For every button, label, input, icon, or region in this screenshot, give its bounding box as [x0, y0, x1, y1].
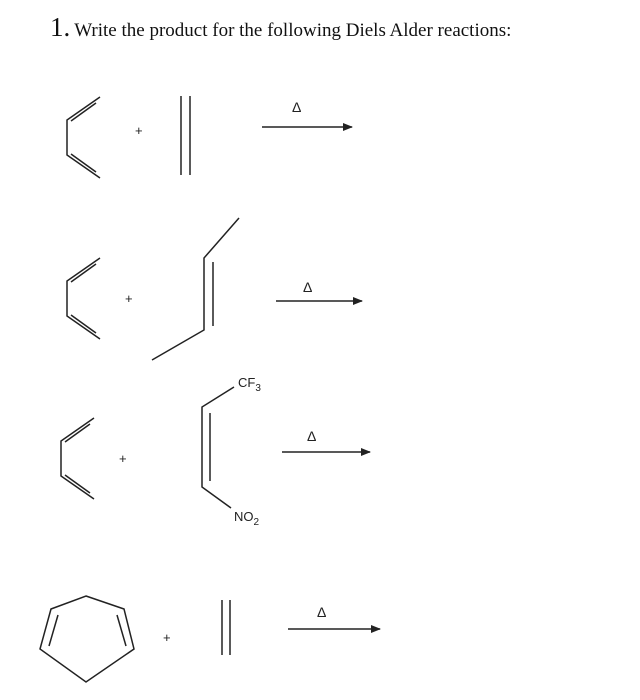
- plus-sign: +: [163, 630, 171, 645]
- heat-symbol: Δ: [317, 604, 326, 620]
- cf3-label: CF3: [238, 375, 261, 394]
- heat-symbol: Δ: [292, 99, 301, 115]
- reaction-1: + Δ: [66, 96, 353, 179]
- diene-structure: [66, 96, 101, 179]
- heat-symbol: Δ: [307, 428, 316, 444]
- dienophile-structure: [201, 386, 235, 509]
- reaction-3: + CF3 NO2 Δ: [60, 375, 371, 528]
- plus-sign: +: [125, 291, 133, 306]
- reaction-4: + Δ: [39, 595, 381, 683]
- dienophile-structure: [151, 217, 240, 361]
- no2-label: NO2: [234, 509, 260, 528]
- reaction-2: + Δ: [66, 217, 363, 361]
- question-text: Write the product for the following Diel…: [74, 20, 512, 41]
- question-heading: 1.Write the product for the following Di…: [50, 12, 511, 43]
- plus-sign: +: [135, 123, 143, 138]
- heat-symbol: Δ: [303, 279, 312, 295]
- cyclopentadiene-structure: [39, 595, 135, 683]
- question-number: 1.: [50, 12, 71, 42]
- dienophile-structure: [180, 96, 191, 175]
- dienophile-structure: [221, 600, 231, 655]
- diene-structure: [60, 417, 95, 500]
- plus-sign: +: [119, 451, 127, 466]
- diene-structure: [66, 257, 101, 340]
